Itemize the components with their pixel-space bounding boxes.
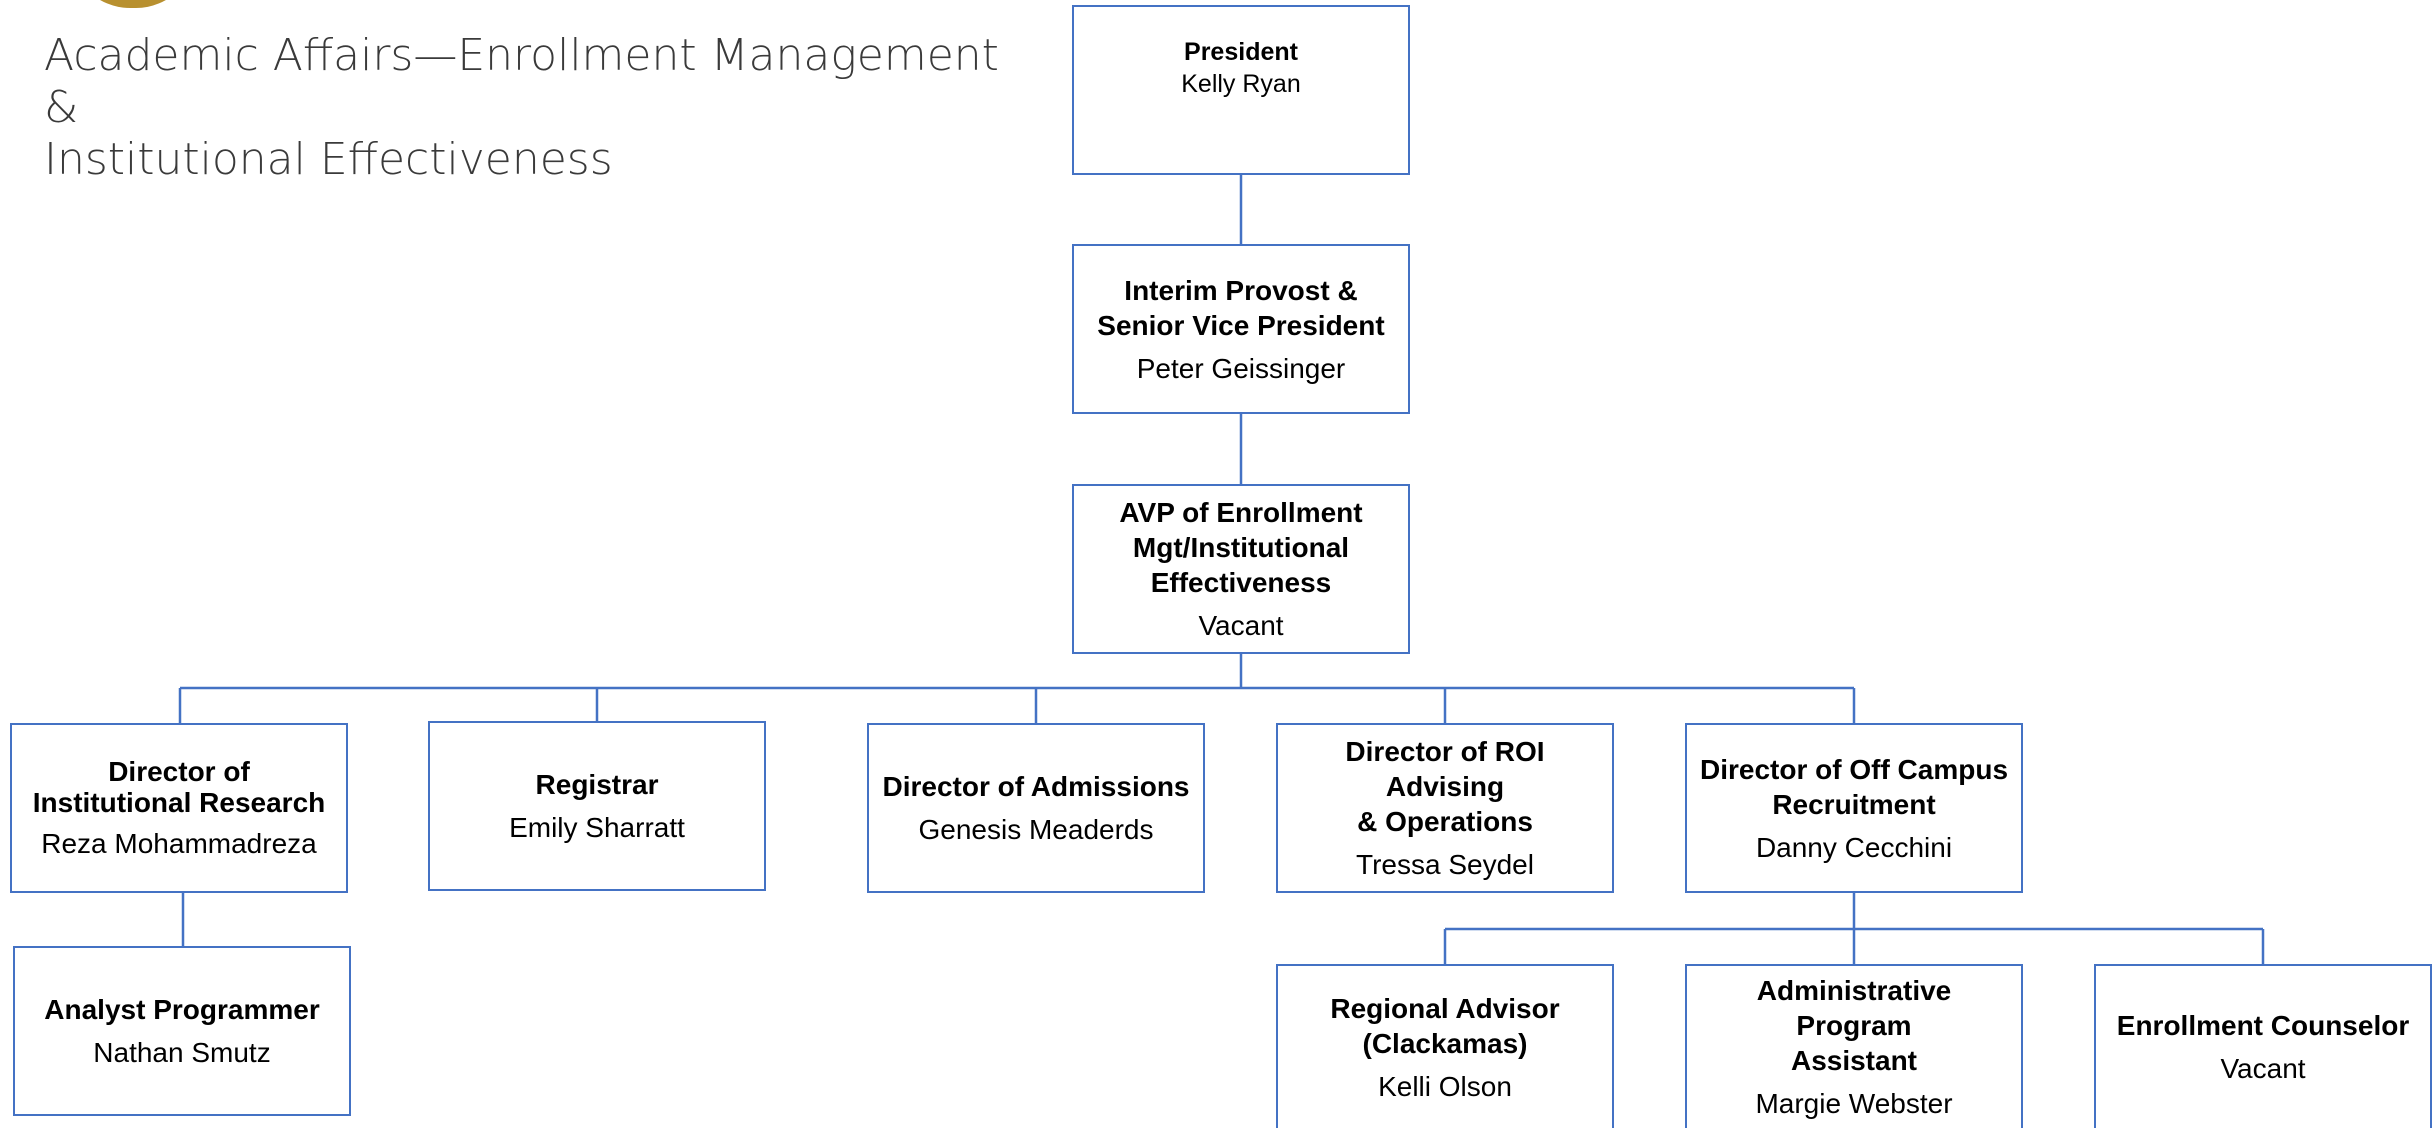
org-box-role: Director of Off Campus Recruitment (1699, 753, 2009, 820)
org-box-role: Director of Institutional Research (32, 755, 326, 818)
org-box-name: Kelli Olson (1378, 1070, 1512, 1102)
org-box-analyst-programmer: Analyst Programmer Nathan Smutz (13, 946, 351, 1116)
org-box-provost: Interim Provost & Senior Vice President … (1072, 244, 1410, 414)
org-box-role: Analyst Programmer (44, 994, 320, 1025)
title-line-1: Academic Affairs—Enrollment Management & (44, 30, 999, 133)
org-box-president: President Kelly Ryan (1072, 5, 1410, 175)
org-box-role: President (1184, 38, 1298, 66)
org-box-name: Margie Webster (1755, 1088, 1953, 1119)
org-box-role: Enrollment Counselor (2116, 1010, 2410, 1041)
org-box-name: Kelly Ryan (1181, 70, 1301, 98)
org-box-name: Vacant (1198, 610, 1284, 641)
title-line-2: Institutional Effectiveness (44, 134, 613, 185)
org-box-name: Reza Mohammadreza (41, 827, 317, 859)
org-box-name: Tressa Seydel (1356, 849, 1534, 880)
org-box-name: Genesis Meaderds (918, 814, 1154, 845)
org-box-director-off-campus: Director of Off Campus Recruitment Danny… (1685, 723, 2023, 893)
org-box-role: AVP of Enrollment Mgt/Institutional Effe… (1119, 497, 1363, 598)
org-box-role: Interim Provost & Senior Vice President (1097, 274, 1385, 341)
org-box-role: Director of Admissions (882, 771, 1190, 802)
org-box-role: Administrative Program Assistant (1756, 975, 1952, 1076)
org-box-avp: AVP of Enrollment Mgt/Institutional Effe… (1072, 484, 1410, 654)
org-box-name: Nathan Smutz (93, 1037, 271, 1068)
org-box-director-institutional-research: Director of Institutional Research Reza … (10, 723, 348, 893)
org-box-administrative-program-assistant: Administrative Program Assistant Margie … (1685, 964, 2023, 1128)
org-box-director-roi-advising: Director of ROI Advising & Operations Tr… (1276, 723, 1614, 893)
org-box-role: Registrar (535, 769, 659, 800)
org-box-regional-advisor: Regional Advisor (Clackamas) Kelli Olson (1276, 964, 1614, 1128)
org-box-registrar: Registrar Emily Sharratt (428, 721, 766, 891)
org-box-enrollment-counselor: Enrollment Counselor Vacant (2094, 964, 2432, 1128)
org-box-name: Emily Sharratt (509, 812, 685, 843)
org-box-name: Danny Cecchini (1755, 831, 1953, 863)
org-box-name: Vacant (2220, 1053, 2306, 1084)
org-box-role: Director of ROI Advising & Operations (1345, 736, 1545, 837)
org-box-name: Peter Geissinger (1136, 352, 1346, 384)
org-box-director-admissions: Director of Admissions Genesis Meaderds (867, 723, 1205, 893)
page-title: Academic Affairs—Enrollment Management &… (44, 30, 1044, 186)
org-box-role: Regional Advisor (Clackamas) (1330, 992, 1560, 1059)
